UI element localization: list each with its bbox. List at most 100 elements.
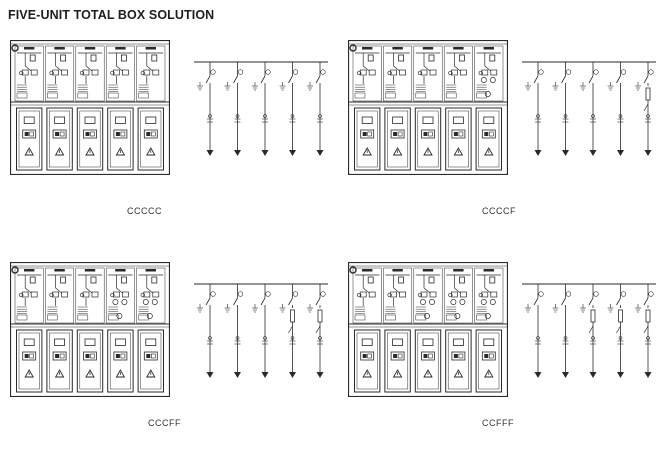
earthing-switch-blade: [288, 325, 293, 334]
cable-compartment-door: [107, 107, 134, 171]
operator-mark: [237, 291, 244, 297]
ct-symbol: [618, 114, 623, 118]
inspection-window: [145, 338, 157, 346]
fuse-symbol: [645, 309, 651, 323]
door-label-mark: [397, 353, 403, 359]
unit-top-label: [84, 269, 96, 272]
nameplate: [476, 92, 487, 99]
operating-hole-icon: [357, 70, 362, 76]
door-label-mark: [85, 132, 90, 136]
mimic-switch-blade: [454, 65, 461, 72]
ct-symbol: [618, 336, 623, 340]
position-indicator: [460, 69, 467, 76]
cabinet-group: [348, 262, 508, 397]
indicator-box: [398, 54, 404, 62]
position-indicator: [82, 291, 90, 298]
cable-outlet-arrow-icon: [534, 372, 542, 378]
warning-triangle-icon: [453, 147, 464, 156]
door-inner-frame: [447, 332, 469, 390]
position-indicator: [368, 69, 376, 76]
fuse-feeder-branch: [635, 62, 654, 156]
position-indicator: [429, 291, 437, 298]
schematic-group: [194, 61, 328, 156]
operator-mark: [648, 291, 654, 297]
door-inner-frame: [18, 332, 40, 390]
operating-hole-icon: [19, 292, 24, 298]
door-label-plate: [360, 351, 375, 361]
unit-upper-panel: [413, 45, 443, 102]
fuse-indicator-icon: [450, 299, 457, 305]
ct-symbol: [208, 114, 212, 118]
switchgear-cabinet: [10, 262, 170, 397]
cable-outlet-arrow-icon: [261, 150, 269, 156]
cable-feeder-branch: [552, 62, 572, 156]
config-block: CCCCC: [10, 40, 330, 240]
fuse-indicator-icon: [151, 299, 158, 305]
earth-indicator-icon: [484, 313, 491, 319]
cable-outlet-arrow-icon: [206, 150, 214, 156]
position-indicator: [82, 69, 90, 76]
door-inner-frame: [417, 110, 439, 168]
cable-switch-unit: [136, 45, 166, 171]
unit-upper-panel: [474, 267, 504, 324]
unit-top-label: [145, 47, 156, 50]
unit-top-label: [483, 47, 494, 50]
fuse-symbol: [645, 87, 651, 101]
door-label-plate: [360, 129, 375, 139]
position-indicator: [52, 69, 59, 76]
switch-blade: [260, 297, 266, 306]
inspection-window: [453, 116, 464, 124]
ct-symbol: [646, 114, 650, 118]
operating-hole-icon: [79, 292, 85, 298]
warning-triangle-icon: [24, 369, 34, 378]
earth-indicator-icon: [424, 313, 430, 319]
unit-upper-panel: [105, 45, 135, 102]
door-inner-frame: [49, 110, 71, 168]
warning-triangle-icon: [484, 147, 494, 156]
inspection-window: [483, 338, 495, 346]
cable-feeder-branch: [197, 62, 216, 156]
warning-triangle-icon: [362, 147, 372, 156]
mimic-switch-blade: [85, 287, 93, 294]
switch-blade: [288, 75, 293, 84]
fuse-indicator-icon: [112, 299, 119, 305]
door-label-mark: [367, 353, 373, 359]
ct-symbol: [563, 114, 568, 118]
door-label-mark: [453, 354, 458, 358]
position-indicator: [30, 69, 38, 76]
cable-compartment-door: [46, 329, 73, 393]
position-indicator: [359, 69, 367, 76]
position-indicator: [122, 69, 129, 76]
config-code: CCFFF: [482, 418, 514, 428]
unit-top-label: [392, 269, 403, 272]
operator-mark: [593, 69, 599, 75]
inspection-window: [392, 338, 403, 346]
cable-compartment-door: [76, 107, 104, 171]
warning-triangle-icon: [392, 147, 403, 156]
ct-symbol: [563, 336, 568, 340]
unit-top-label: [54, 47, 65, 50]
operating-hole-icon: [140, 70, 145, 76]
fuse-indicator-icon: [489, 299, 496, 305]
single-line-diagram: [194, 283, 328, 378]
door-inner-frame: [109, 110, 131, 168]
cable-outlet-arrow-icon: [316, 150, 324, 156]
door-label-plate: [83, 129, 97, 139]
earthing-switch-blade: [588, 325, 594, 334]
fuse-indicator-icon: [420, 299, 426, 305]
nameplate: [138, 314, 149, 321]
cable-switch-unit: [45, 267, 75, 393]
warning-triangle-icon: [24, 147, 34, 156]
operating-hole-icon: [79, 70, 85, 76]
indicator-box: [489, 276, 496, 284]
fuse-indicator-icon: [489, 77, 496, 83]
door-inner-frame: [79, 110, 101, 168]
unit-top-label: [145, 269, 156, 272]
operating-hole-icon: [49, 70, 54, 76]
position-indicator: [399, 69, 406, 76]
door-label-mark: [489, 353, 494, 359]
door-inner-frame: [447, 110, 469, 168]
door-label-plate: [143, 351, 158, 361]
operating-hole-icon: [417, 292, 423, 298]
config-code: CCCCC: [127, 206, 162, 216]
